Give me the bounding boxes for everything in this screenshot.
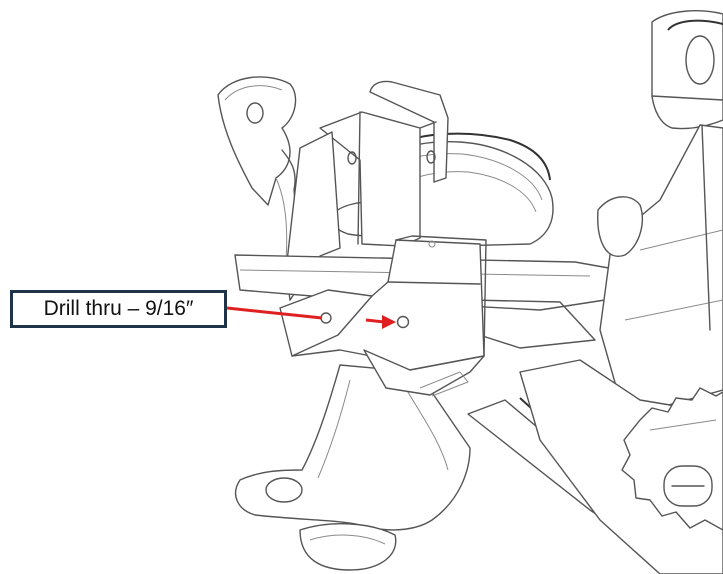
drill-callout-box: Drill thru – 9/16″ xyxy=(10,290,227,328)
pointer-arrow-head xyxy=(382,315,396,329)
callout-arrows xyxy=(226,306,396,329)
pointer-arrow-shaft xyxy=(365,318,385,324)
drill-hole-right xyxy=(396,315,410,329)
lower-saddle xyxy=(235,364,471,571)
mounting-ear xyxy=(217,76,301,301)
drill-callout-label: Drill thru – 9/16″ xyxy=(43,297,194,320)
leader-line xyxy=(226,306,323,320)
shock-tower xyxy=(597,10,723,411)
spring-isolator xyxy=(621,387,723,531)
